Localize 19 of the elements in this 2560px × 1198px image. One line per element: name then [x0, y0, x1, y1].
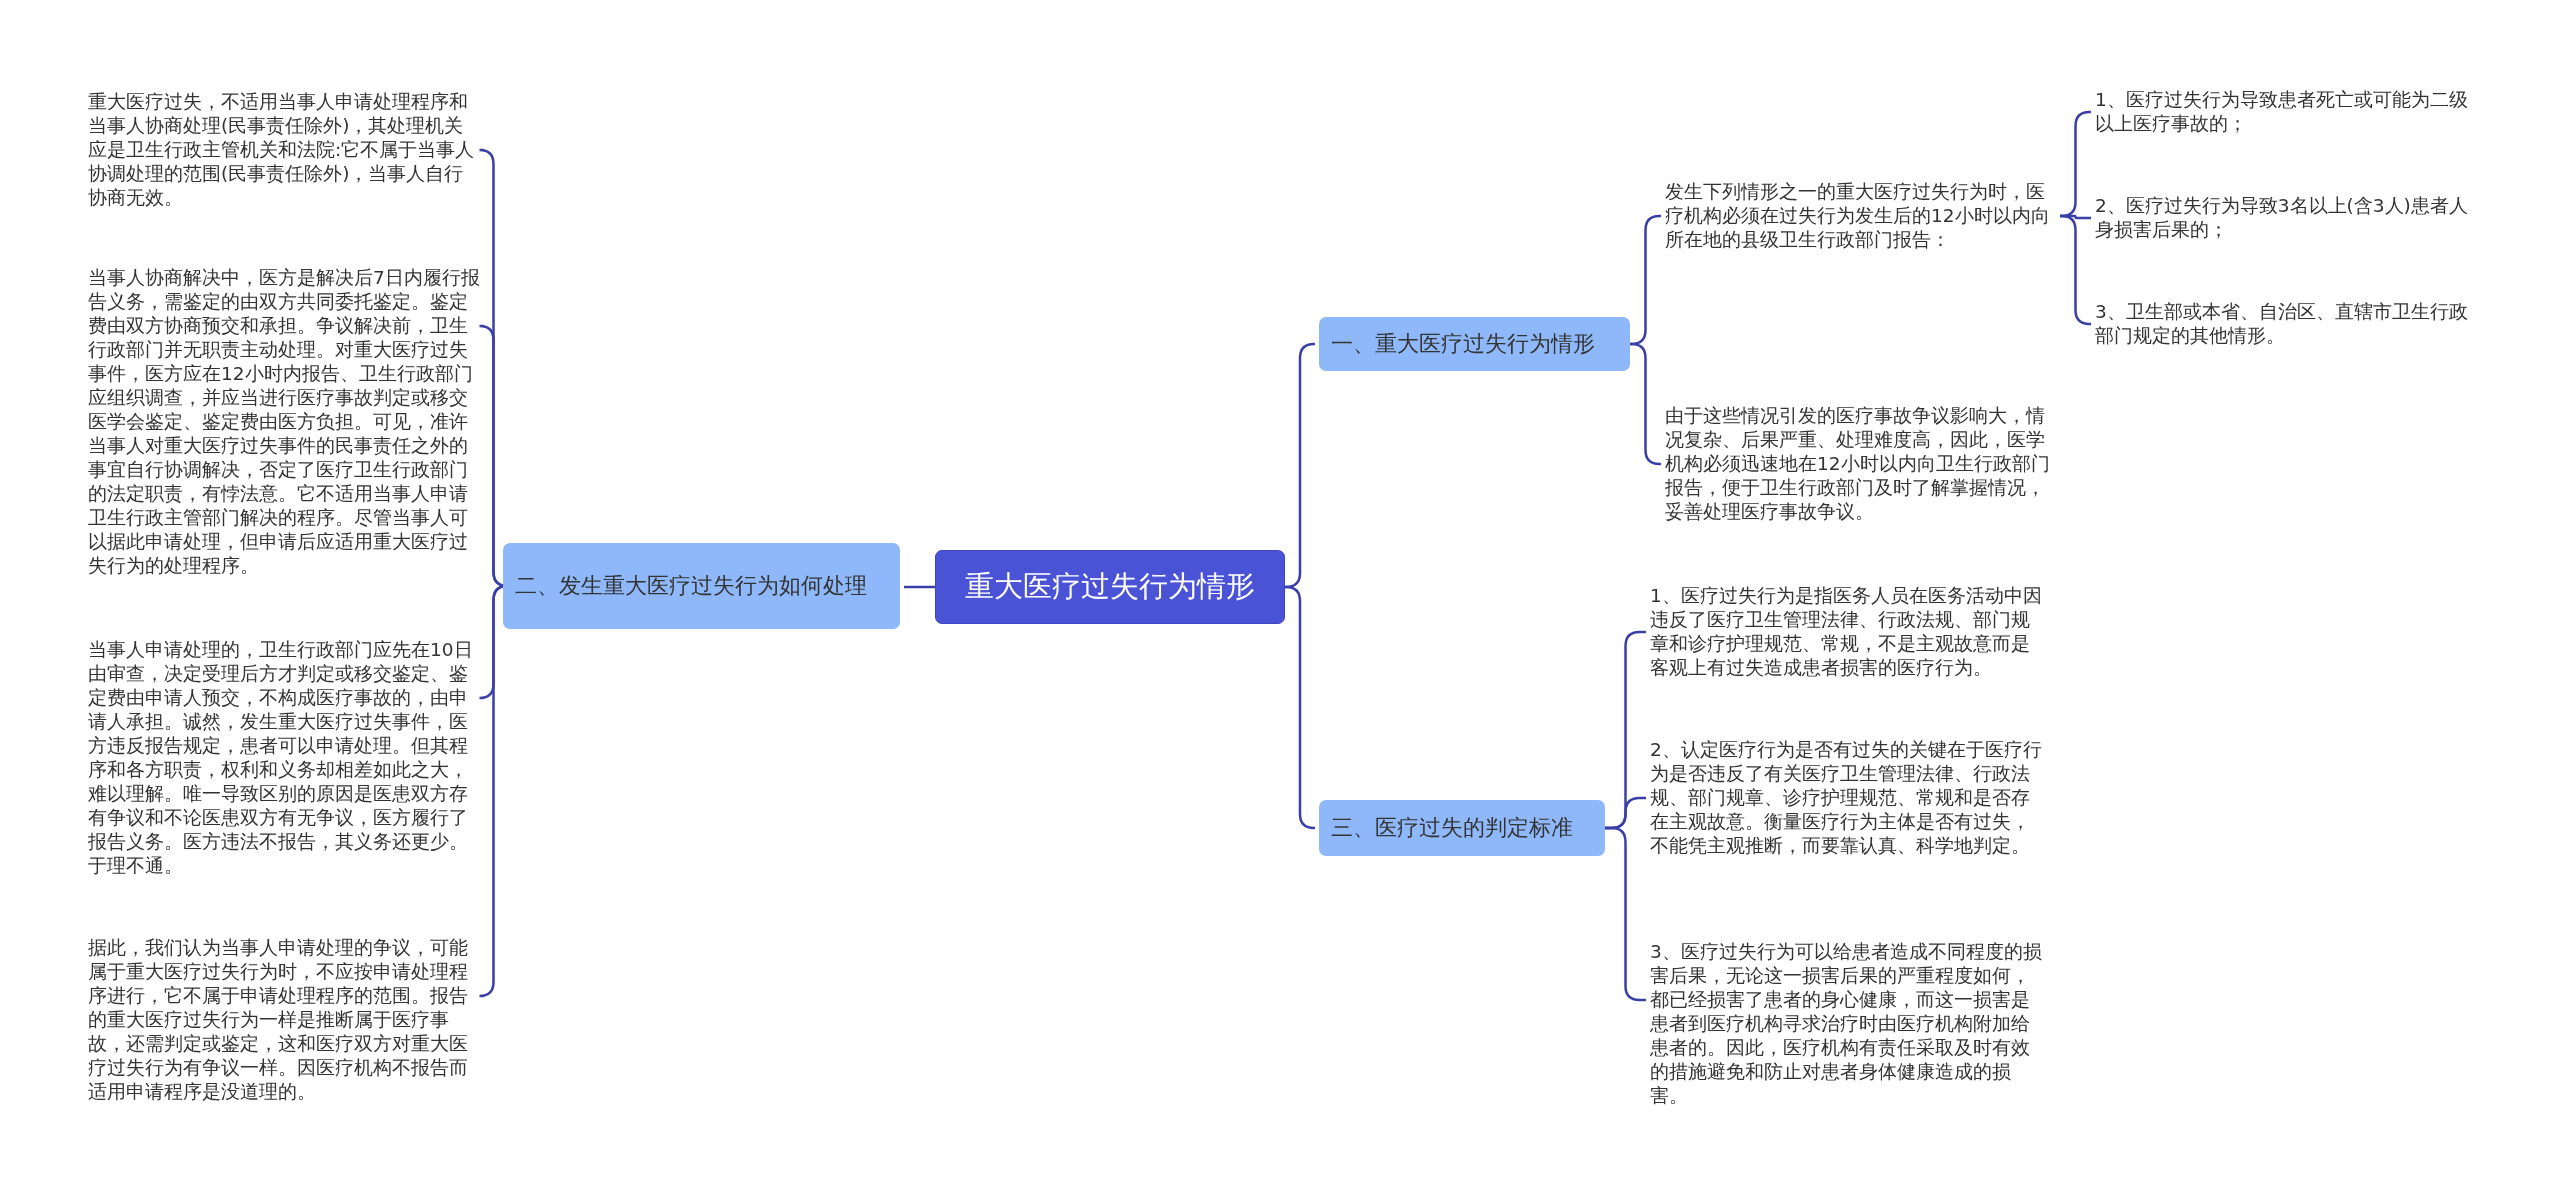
note-text: 当事人协商解决中，医方是解决后7日内履行报告义务，需鉴定的由双方共同委托鉴定。鉴定费由双方协商预交和承担。争议解决前，卫生行政部门并无职责主动处理。对重大医疗过失事件，医方应在12小时内报告、卫生行政部门应组织调查，并应当进行医疗事故判定或移交医学会鉴定、鉴定费由医方负担。可见，准许当事人对重大医疗过失事件的民事责任之外的事宜自行协调解决，否定了医疗卫生行政部门的法定职责，有悖法意。它不适用当事人申请卫生行政主管部门解决的程序。尽管当事人可以据此申请处理，但申请后应适用重大医疗过失行为的处理程序。: [88, 266, 480, 578]
note-text: 当事人申请处理的，卫生行政部门应先在10日由审查，决定受理后方才判定或移交鉴定、鉴定费由申请人预交，不构成医疗事故的，由申请人承担。诚然，发生重大医疗过失事件，医方违反报告规定，患者可以申请处理。但其程序和各方职责，权利和义务却相差如此之大，难以理解。唯一导致区别的原因是医患双方存有争议和不论医患双方有无争议，医方履行了报告义务。医方违法不报告，其义务还更少。于理不通。: [88, 638, 480, 878]
note-text: 1、医疗过失行为导致患者死亡或可能为二级以上医疗事故的；: [2095, 88, 2485, 136]
topic-box: 二、发生重大医疗过失行为如何处理: [503, 543, 900, 629]
note-text: 3、卫生部或本省、自治区、直辖市卫生行政部门规定的其他情形。: [2095, 300, 2485, 348]
central-topic-box: 重大医疗过失行为情形: [935, 550, 1285, 624]
connector-line: [904, 585, 935, 589]
connector-line: [2059, 214, 2092, 326]
note-text: 重大医疗过失，不适用当事人申请处理程序和当事人协商处理(民事责任除外)，其处理机关应是卫生行政主管机关和法院:它不属于当事人协调处理的范围(民事责任除外)，当事人自行协商无效。: [88, 90, 480, 210]
note-text: 据此，我们认为当事人申请处理的争议，可能属于重大医疗过失行为时，不应按申请处理程序进行，它不属于申请处理程序的范围。报告的重大医疗过失行为一样是推断属于医疗事故，还需判定或鉴定，这和医疗双方对重大医疗过失行为有争议一样。因医疗机构不报告而适用申请程序是没道理的。: [88, 936, 480, 1104]
topic-box: 三、医疗过失的判定标准: [1319, 800, 1605, 856]
note-text: 2、医疗过失行为导致3名以上(含3人)患者人身损害后果的；: [2095, 194, 2485, 242]
note-text: 由于这些情况引发的医疗事故争议影响大，情况复杂、后果严重、处理难度高，因此，医学机构必须迅速地在12小时以内向卫生行政部门报告，便于卫生行政部门及时了解掌握情况，妥善处理医疗事故争议。: [1665, 404, 2060, 524]
note-text: 发生下列情形之一的重大医疗过失行为时，医疗机构必须在过失行为发生后的12小时以内向所在地的县级卫生行政部门报告：: [1665, 180, 2060, 252]
note-text: 1、医疗过失行为是指医务人员在医务活动中因违反了医疗卫生管理法律、行政法规、部门规章和诊疗护理规范、常规，不是主观故意而是客观上有过失造成患者损害的医疗行为。: [1650, 584, 2042, 680]
connector-line: [1629, 342, 1662, 466]
note-text: 2、认定医疗行为是否有过失的关键在于医疗行为是否违反了有关医疗卫生管理法律、行政法规、部门规章、诊疗护理规范、常规和是否存在主观故意。衡量医疗行为主体是否有过失，不能凭主观推断，而要靠认真、科学地判定。: [1650, 738, 2042, 858]
topic-box: 一、重大医疗过失行为情形: [1319, 317, 1630, 371]
note-text: 3、医疗过失行为可以给患者造成不同程度的损害后果，无论这一损害后果的严重程度如何，都已经损害了患者的身心健康，而这一损害是患者到医疗机构寻求治疗时由医疗机构附加给患者的。因此，医疗机构有责任采取及时有效的措施避免和防止对患者身体健康造成的损害。: [1650, 940, 2042, 1108]
